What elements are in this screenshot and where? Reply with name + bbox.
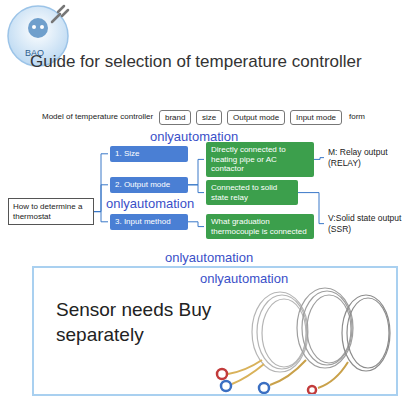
node-text: 1. Size [115,149,183,159]
result-text: M: Relay output (RELAY) [326,146,410,169]
node-text: Connected to solid state relay [211,183,293,202]
field-box: brand [159,110,191,125]
option-box: Directly connected to heating pipe or AC… [206,142,314,177]
watermark: onlyautomation [106,196,194,211]
node-text: V:Solid state output (SSR) [328,213,408,234]
start-box: How to determine a thermostat [8,198,94,225]
node-text: Directly connected to heating pipe or AC… [211,145,309,174]
row-label: Model of temperature controller [42,112,153,121]
note-panel: Sensor needs Buy separately [32,266,398,396]
node-text: Input mode [296,113,336,122]
node-text: M: Relay output (RELAY) [328,147,408,168]
connector [94,185,108,212]
field-box: size [196,110,222,125]
connector [314,158,324,160]
logo-text: BAO [25,48,44,58]
option-box: Connected to solid state relay [206,180,298,205]
step-box: 2. Output mode [110,177,188,193]
node-text: brand [165,113,185,122]
connector [188,222,204,227]
node-text: How to determine a thermostat [13,202,89,221]
connector [94,212,108,222]
thermocouple-photo [217,288,390,394]
node-text: 3. Input method [115,217,183,227]
step-box: 3. Input method [110,214,188,230]
connector [188,185,204,193]
node-text: 2. Output mode [115,180,183,190]
field-box: Input mode [290,110,342,125]
node-text: size [202,113,216,122]
option-box: What graduation thermocouple is connecte… [206,214,314,239]
node-text: Sensor needs Buy separately [56,298,216,347]
connector [188,159,204,184]
step-box: 1. Size [110,146,188,162]
result-text: V:Solid state output (SSR) [326,212,410,235]
node-text: Output mode [233,113,279,122]
watermark: onlyautomation [165,250,253,265]
watermark: onlyautomation [200,271,288,286]
connector [94,154,108,212]
title: Guide for selection of temperature contr… [30,52,362,72]
field-box: Output mode [227,110,285,125]
node-text: What graduation thermocouple is connecte… [211,217,309,236]
row-label: form [349,112,365,121]
